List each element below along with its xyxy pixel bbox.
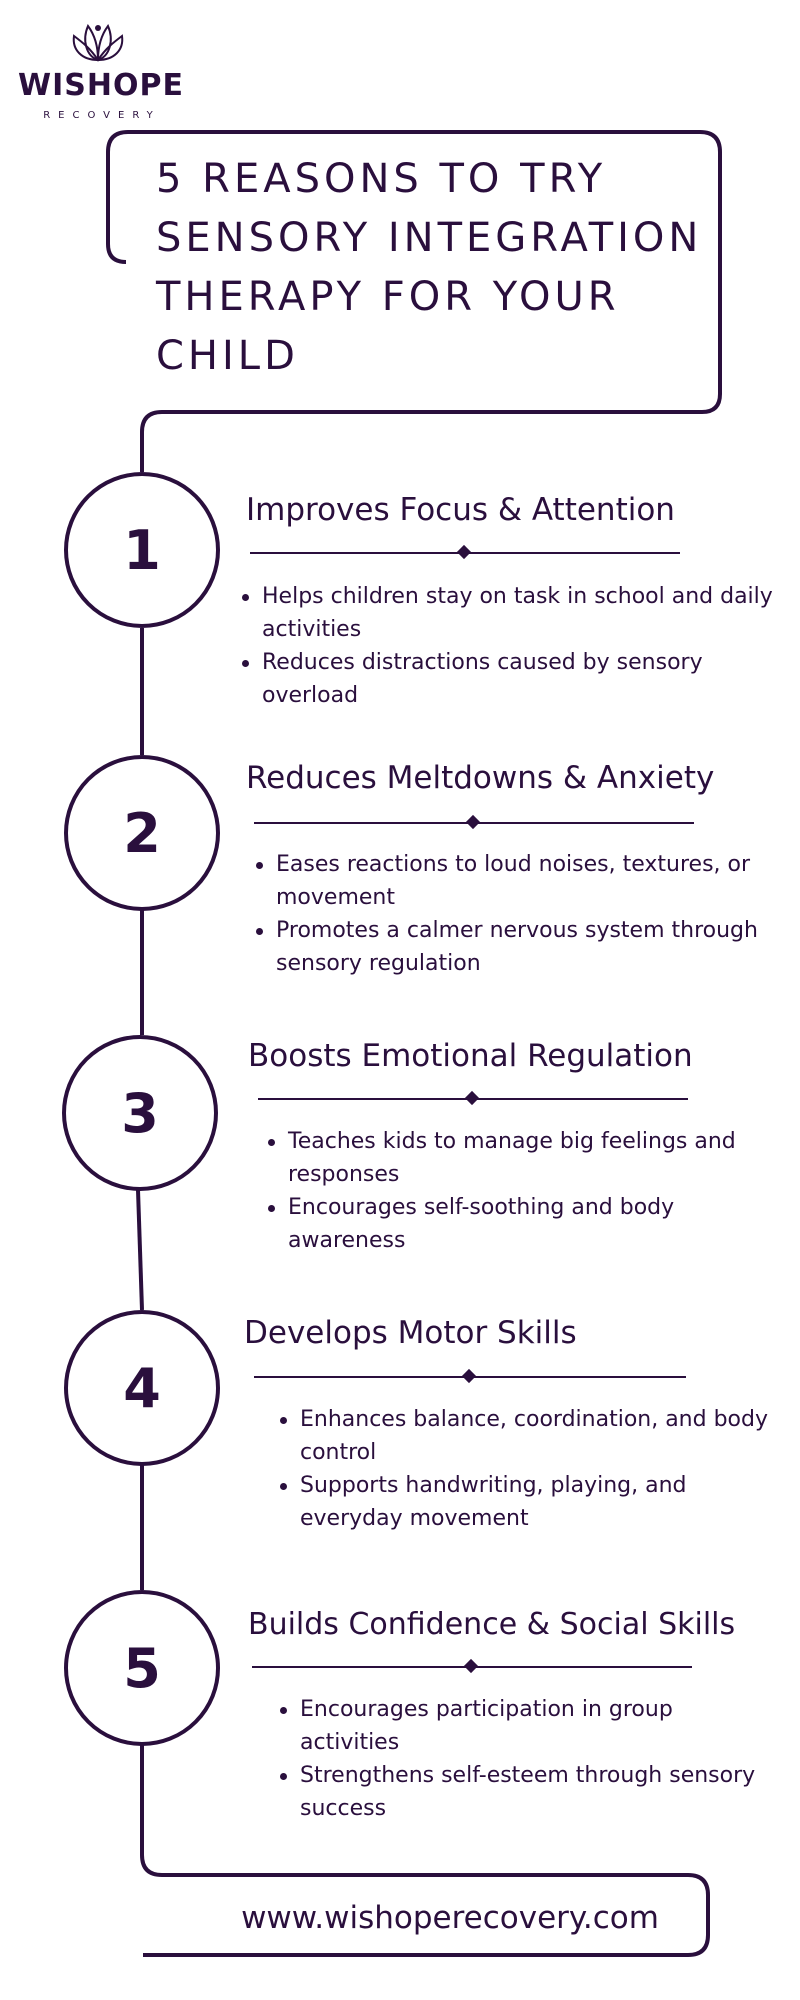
divider	[254, 1368, 686, 1384]
page-title: 5 REASONS TO TRY SENSORY INTEGRATION THE…	[156, 156, 703, 379]
brand-logo: WISHOPE RECOVERY	[18, 18, 184, 121]
reason-title: Boosts Emotional Regulation	[248, 1038, 693, 1074]
brand-name: WISHOPE	[18, 68, 184, 103]
website-link[interactable]: www.wishoperecovery.com	[241, 1900, 659, 1936]
diamond-icon	[456, 544, 472, 560]
bullet-item: Encourages participation in group activi…	[280, 1693, 770, 1759]
reason-bullets: Encourages participation in group activi…	[276, 1693, 770, 1825]
reason-bullets: Teaches kids to manage big feelings and …	[264, 1125, 778, 1257]
brand-tagline: RECOVERY	[43, 110, 161, 121]
reason-title: Improves Focus & Attention	[246, 492, 675, 528]
bullet-item: Enhances balance, coordination, and body…	[280, 1403, 770, 1469]
reason-number: 4	[64, 1310, 220, 1466]
diamond-icon	[465, 814, 481, 830]
bullet-item: Promotes a calmer nervous system through…	[256, 914, 786, 980]
reason-number: 2	[64, 755, 220, 911]
reason-title: Builds Confidence & Social Skills	[248, 1607, 736, 1642]
diamond-icon	[464, 1090, 480, 1106]
bullet-item: Helps children stay on task in school an…	[242, 580, 782, 646]
diamond-icon	[461, 1368, 477, 1384]
lotus-icon	[72, 24, 124, 62]
diamond-icon	[463, 1658, 479, 1674]
reason-bullets: Eases reactions to loud noises, textures…	[252, 848, 786, 980]
divider	[254, 814, 694, 830]
bullet-item: Encourages self-soothing and body awaren…	[268, 1191, 778, 1257]
reason-number: 3	[62, 1035, 218, 1191]
reason-bullets: Enhances balance, coordination, and body…	[276, 1403, 770, 1535]
reason-number: 5	[64, 1590, 220, 1746]
divider	[258, 1090, 688, 1106]
reason-title: Reduces Meltdowns & Anxiety	[246, 760, 715, 796]
divider	[252, 1658, 692, 1674]
bullet-item: Eases reactions to loud noises, textures…	[256, 848, 786, 914]
bullet-item: Reduces distractions caused by sensory o…	[242, 646, 782, 712]
reason-number: 1	[64, 472, 220, 628]
reason-title: Develops Motor Skills	[244, 1315, 577, 1351]
bullet-item: Teaches kids to manage big feelings and …	[268, 1125, 778, 1191]
bullet-item: Supports handwriting, playing, and every…	[280, 1469, 770, 1535]
bullet-item: Strengthens self-esteem through sensory …	[280, 1759, 770, 1825]
reason-bullets: Helps children stay on task in school an…	[238, 580, 782, 712]
divider	[250, 544, 680, 560]
